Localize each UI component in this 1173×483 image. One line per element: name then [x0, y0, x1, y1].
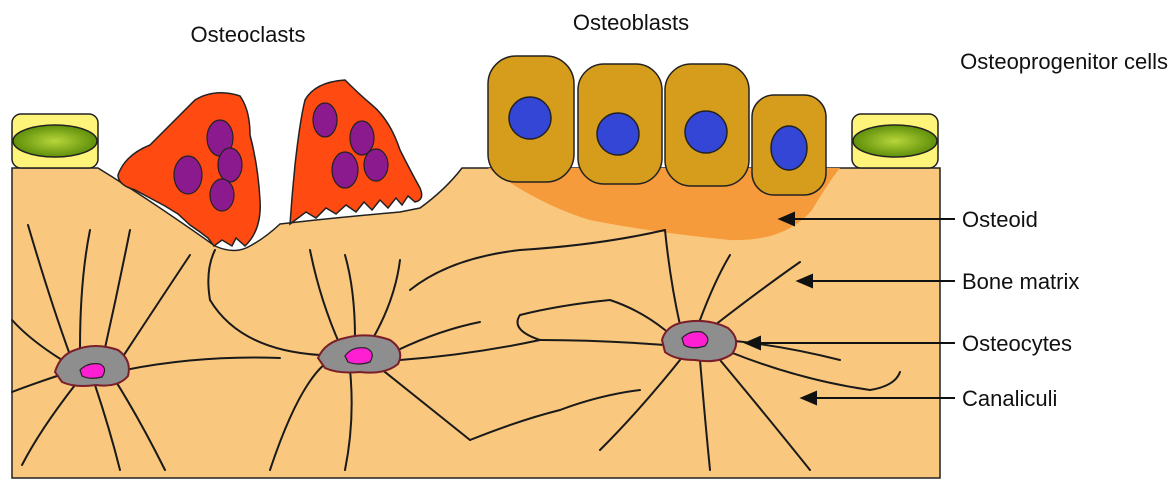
- osteoclast-nucleus: [364, 149, 388, 181]
- osteoblast-nucleus: [509, 97, 551, 139]
- osteoblast-3: [665, 64, 749, 186]
- osteocytes-label: Osteocytes: [962, 331, 1072, 356]
- osteoclast-nucleus: [350, 121, 374, 155]
- osteoid-label: Osteoid: [962, 207, 1038, 232]
- osteoprogenitor-label: Osteoprogenitor cells: [960, 49, 1168, 74]
- osteoprogenitor-cell-right: [852, 114, 938, 168]
- osteoblast-nucleus: [771, 126, 807, 170]
- progenitor-nucleus: [13, 125, 97, 157]
- osteoclast-nucleus: [332, 152, 358, 188]
- osteoclasts-label: Osteoclasts: [191, 22, 306, 47]
- canaliculi-label: Canaliculi: [962, 386, 1057, 411]
- progenitor-nucleus: [853, 125, 937, 157]
- osteoblasts-label: Osteoblasts: [573, 10, 689, 35]
- osteoclast-nucleus: [174, 156, 202, 194]
- bone-matrix-label: Bone matrix: [962, 269, 1079, 294]
- osteoblast-nucleus: [685, 111, 727, 153]
- osteoblast-2: [578, 64, 662, 184]
- osteoclast-nucleus: [313, 103, 337, 137]
- osteoblast-4: [752, 95, 826, 195]
- osteoclast-right: [290, 80, 422, 224]
- osteoclast-nucleus: [210, 179, 234, 211]
- osteoblast-1: [488, 56, 574, 182]
- osteoprogenitor-cell-left: [12, 114, 98, 168]
- osteoclast-nucleus: [218, 148, 242, 182]
- osteoblast-nucleus: [597, 113, 639, 155]
- osteocyte-right: [662, 321, 736, 361]
